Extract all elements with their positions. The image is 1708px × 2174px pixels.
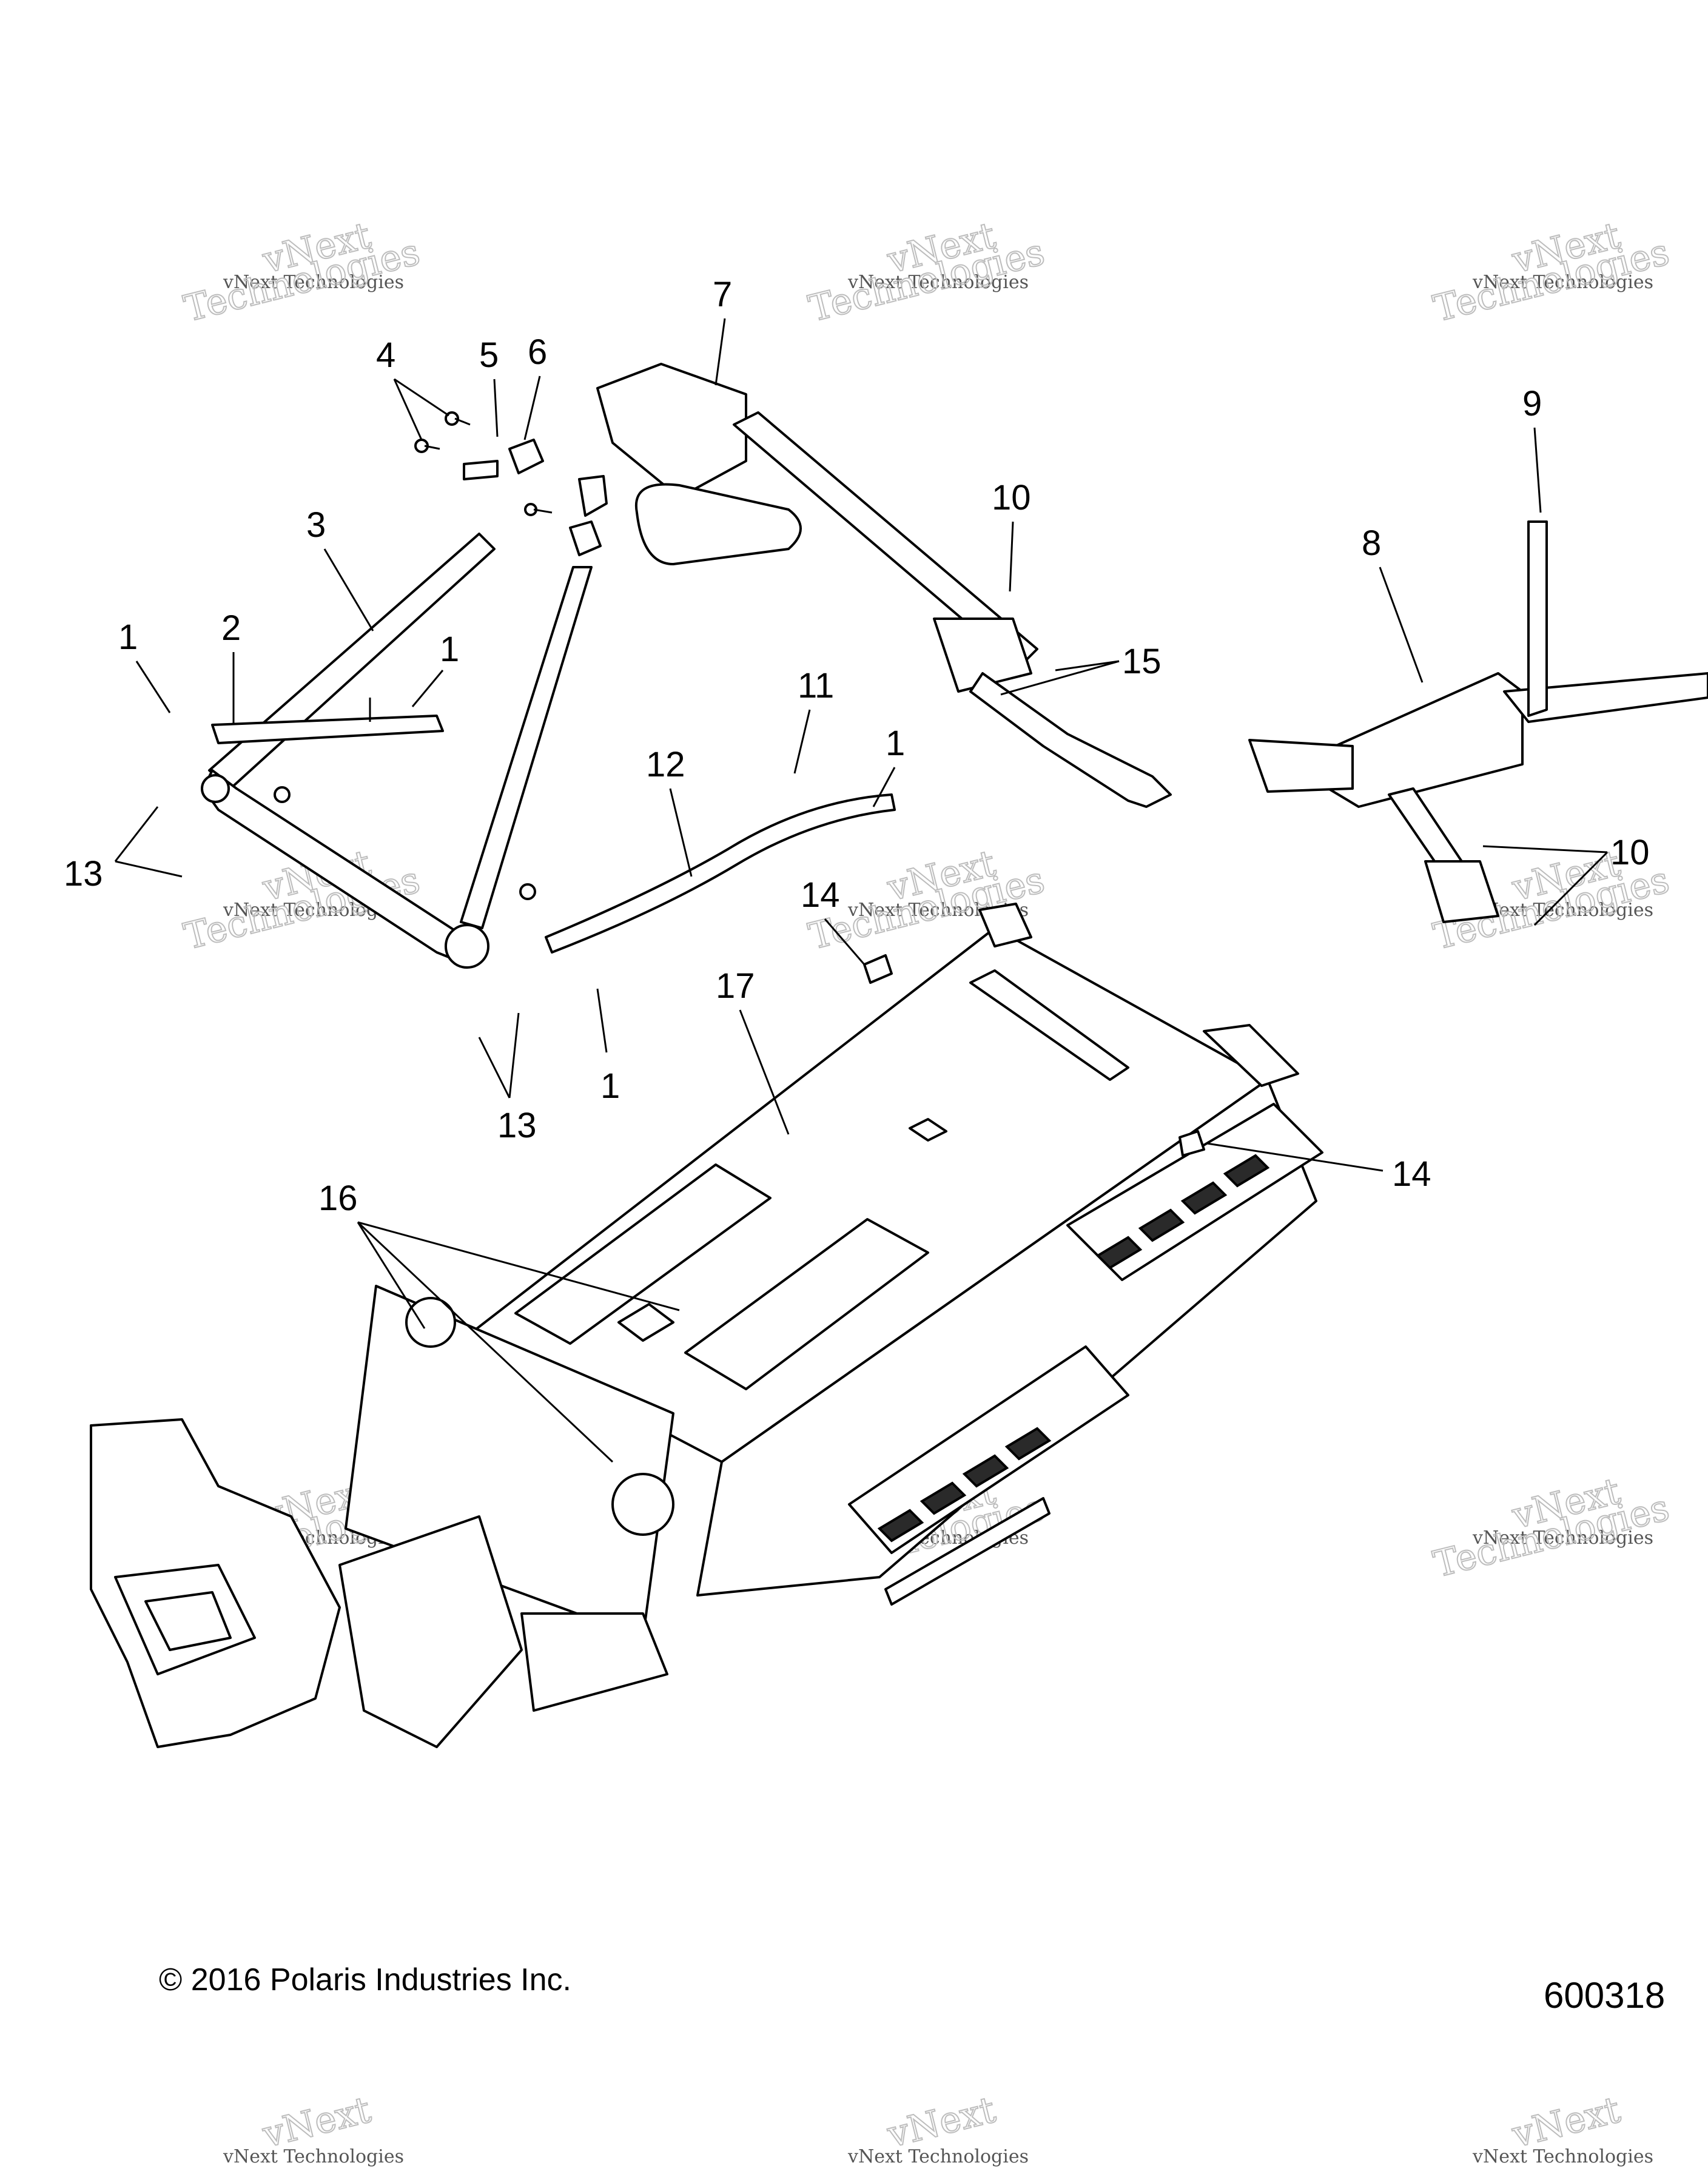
svg-text:1: 1: [118, 618, 138, 657]
svg-text:12: 12: [646, 745, 685, 784]
svg-text:vNext Technologies: vNext Technologies: [1472, 900, 1653, 921]
svg-text:5: 5: [479, 335, 499, 375]
callout-13a: 13: [64, 806, 183, 893]
callout-10a: 10: [992, 478, 1031, 592]
svg-text:13: 13: [64, 854, 103, 893]
svg-text:vNext Technologies: vNext Technologies: [847, 272, 1029, 293]
watermark-bottom-left: vNext vNext Technologies: [223, 2088, 404, 2167]
svg-text:1: 1: [440, 630, 459, 669]
svg-text:7: 7: [713, 275, 732, 314]
svg-text:11: 11: [798, 666, 834, 705]
part-2-brace: [211, 698, 444, 744]
watermark-low-right: vNext vNext Technologies Technologies: [1429, 1469, 1674, 1586]
svg-text:14: 14: [801, 875, 840, 915]
callout-1d: 1: [596, 988, 620, 1106]
callout-8: 8: [1362, 523, 1424, 683]
svg-text:vNext Technologies: vNext Technologies: [847, 2146, 1029, 2167]
watermark-bottom-right: vNext vNext Technologies: [1472, 2088, 1653, 2167]
svg-text:9: 9: [1522, 384, 1542, 423]
svg-text:vNext Technologies: vNext Technologies: [223, 272, 404, 293]
callout-3: 3: [306, 505, 374, 631]
callout-12: 12: [646, 745, 693, 877]
part-4-5-6-hardware: [414, 411, 608, 556]
part-7-steering-support: [596, 363, 1172, 808]
svg-text:3: 3: [306, 505, 326, 545]
callout-13b: 13: [478, 1012, 537, 1145]
svg-text:14: 14: [1392, 1154, 1431, 1194]
callout-6: 6: [523, 332, 547, 440]
callout-15: 15: [1000, 642, 1162, 696]
svg-text:vNext Technologies: vNext Technologies: [1472, 2146, 1653, 2167]
svg-text:vNext Technologies: vNext Technologies: [1472, 272, 1653, 293]
svg-text:17: 17: [716, 966, 755, 1006]
callout-4: 4: [376, 335, 449, 440]
watermark-top-right: vNext vNext Technologies Technologies: [1429, 214, 1674, 331]
part-12-rod: [545, 793, 896, 954]
svg-text:1: 1: [886, 724, 905, 763]
callout-17: 17: [716, 966, 790, 1135]
svg-text:15: 15: [1122, 642, 1162, 681]
part-17-main-chassis: [90, 903, 1323, 1748]
svg-text:1: 1: [600, 1066, 620, 1106]
callout-11: 11: [793, 666, 834, 774]
callout-1a: 1: [118, 618, 171, 713]
svg-text:13: 13: [497, 1106, 537, 1145]
svg-text:vNext Technologies: vNext Technologies: [1472, 1527, 1653, 1549]
callout-2: 2: [221, 608, 241, 725]
svg-text:10: 10: [1610, 833, 1650, 872]
watermark-bottom-center: vNext vNext Technologies: [847, 2088, 1029, 2167]
svg-text:vNext Technologies: vNext Technologies: [223, 2146, 404, 2167]
watermark-top-left: vNext vNext Technologies Technologies: [180, 214, 425, 331]
callout-7: 7: [713, 275, 732, 386]
svg-text:6: 6: [528, 332, 547, 372]
watermark-top-center: vNext vNext Technologies Technologies: [804, 214, 1049, 331]
svg-text:4: 4: [376, 335, 395, 375]
callout-1c: 1: [872, 724, 905, 807]
svg-text:16: 16: [318, 1179, 358, 1218]
callout-14a: 14: [801, 875, 866, 965]
copyright-notice: © 2016 Polaris Industries Inc.: [159, 1962, 571, 1997]
svg-text:8: 8: [1362, 523, 1381, 563]
callout-14b: 14: [1206, 1142, 1431, 1194]
callout-1b: 1: [411, 630, 459, 707]
callout-10b: 10: [1482, 833, 1650, 926]
svg-text:10: 10: [992, 478, 1031, 517]
svg-text:2: 2: [221, 608, 241, 648]
callout-5: 5: [479, 335, 499, 437]
part-8-rear-support: [1248, 520, 1708, 923]
callout-9: 9: [1522, 384, 1542, 513]
figure-number: 600318: [1544, 1975, 1666, 2016]
callout-16: 16: [318, 1179, 680, 1463]
